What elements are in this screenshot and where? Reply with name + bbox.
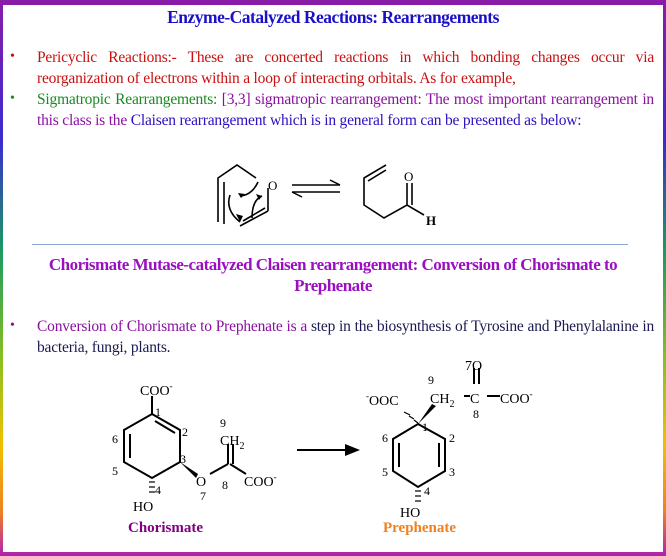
prephenate-ooc: -OOC [366,391,399,409]
conversion-lead: Conversion of Chorismate to Prephenate i… [37,318,308,335]
conversion-tail: step in the biosynthesis of Tyrosine and… [37,318,654,356]
chorismate-coo-side: COO- [244,472,277,490]
atom-number: 3 [180,452,186,466]
prephenate-carbonyl-oxygen: 7O [465,359,482,374]
atom-number: 9 [428,373,434,387]
bullet-marker: • [10,318,15,333]
section-title: Chorismate Mutase-catalyzed Claisen rear… [0,254,666,296]
claisen-product [363,164,425,219]
atom-number: 6 [382,431,388,445]
prephenate-structure [392,368,500,489]
prephenate-ch2: CH2 [430,392,454,410]
product-hydrogen: H [426,213,436,228]
prephenate-coo: COO- [500,389,533,407]
bullet-marker: • [10,91,15,106]
chorismate-hydroxyl: HO [133,500,153,515]
chorismate-ether-oxygen: O [196,475,206,490]
equilibrium-arrows [291,179,341,198]
chorismate-structure [123,396,247,480]
atom-number: 6 [112,432,118,446]
section-divider [32,244,628,245]
atom-number: 5 [382,465,388,479]
slide-title: Enzyme-Catalyzed Reactions: Rearrangemen… [167,7,499,27]
bullet-conversion: Conversion of Chorismate to Prephenate i… [37,316,654,358]
bullet-pericyclic: Pericyclic Reactions:- These are concert… [37,49,654,87]
atom-number: 3 [449,465,455,479]
atom-number: 8 [473,407,479,421]
bullet-marker: • [10,49,15,64]
atom-number: 4 [424,484,430,498]
atom-number: 2 [182,425,188,439]
chorismate-coo-top: COO- [140,381,173,399]
atom-number: 2 [449,431,455,445]
sigmatropic-mid: [3,3] sigmatropic rearrangement: The mos… [37,91,654,129]
prephenate-hydroxyl: HO [400,506,420,521]
section-title-text: Chorismate Mutase-catalyzed Claisen rear… [48,255,618,295]
sigmatropic-tail: Claisen rearrangement which is in genera… [130,112,582,129]
bullet-sigmatropic: Sigmatropic Rearrangements: [3,3] sigmat… [37,89,654,131]
atom-number: 4 [155,483,161,497]
atom-number: 8 [222,478,228,492]
atom-number: 5 [112,464,118,478]
atom-number: 1 [155,405,161,419]
slide-background [3,5,663,552]
arrow-head [345,444,360,456]
prephenate-label: Prephenate [383,520,456,536]
sigmatropic-lead: Sigmatropic Rearrangements: [37,91,218,108]
chorismate-ch2: CH2 [220,434,244,452]
atom-number: 7 [200,489,206,503]
atom-number: 1 [422,420,428,434]
chorismate-label: Chorismate [128,520,203,536]
atom-number: 9 [220,416,226,430]
prephenate-carbonyl-carbon: C [470,392,479,407]
product-oxygen: O [404,169,413,184]
claisen-oxygen: O [268,178,277,193]
